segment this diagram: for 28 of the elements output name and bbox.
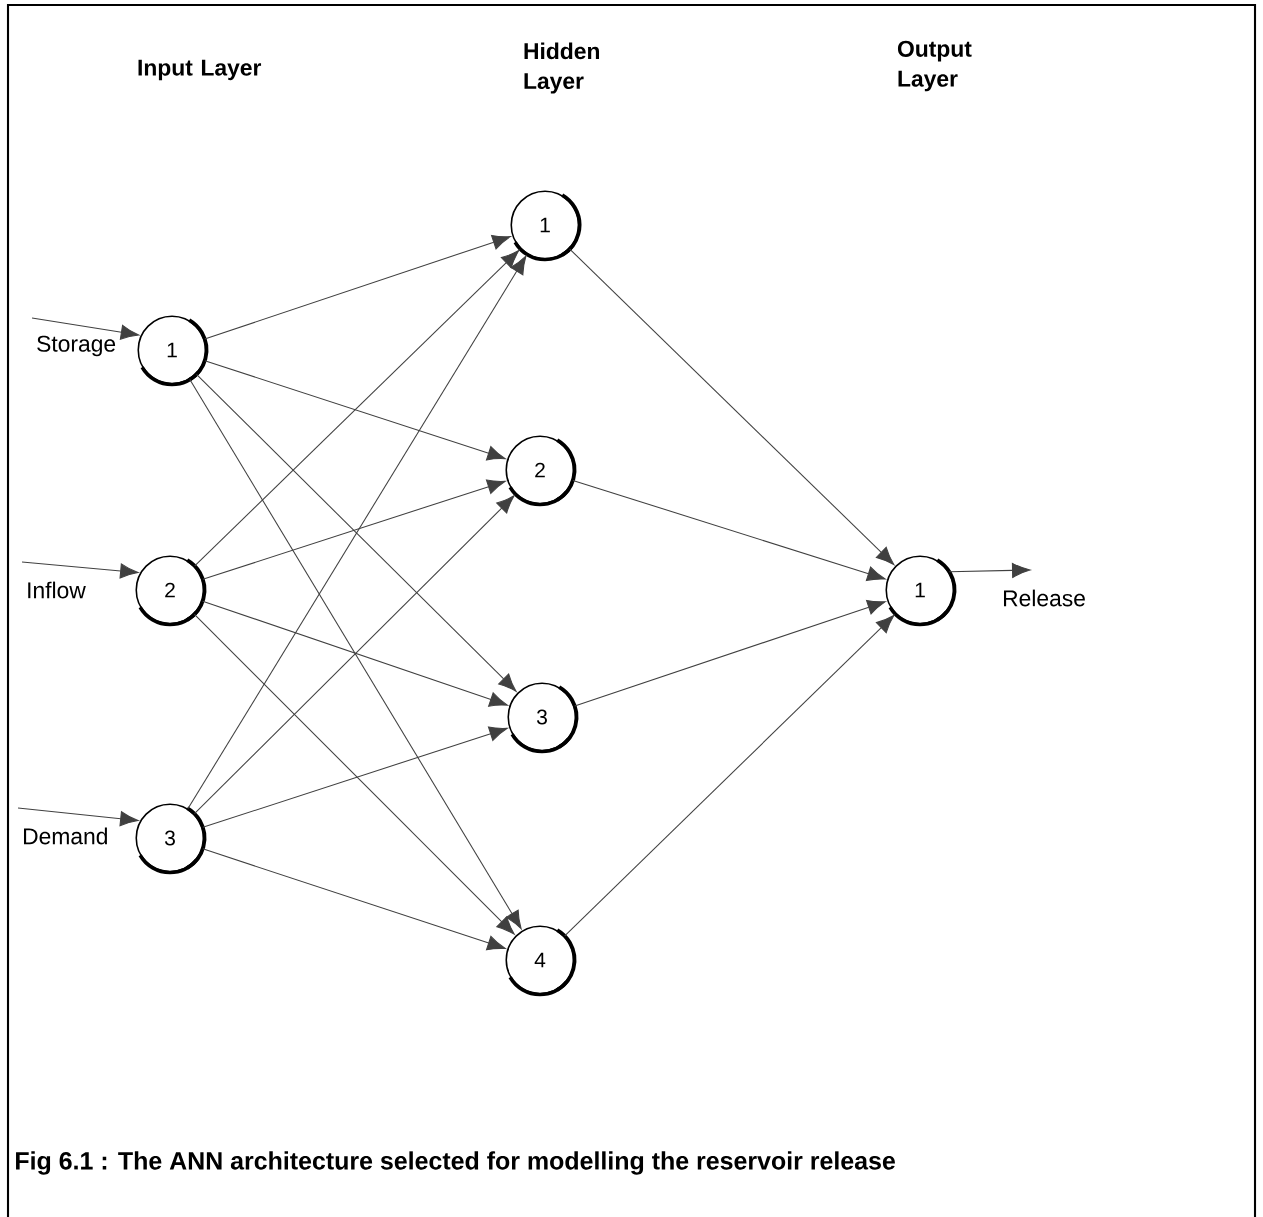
arrow [574, 600, 886, 707]
arrow [564, 615, 895, 937]
arrow [17, 807, 139, 827]
layer-heading: Input Layer [138, 59, 262, 81]
arrow [948, 562, 1031, 578]
arrow [31, 317, 140, 340]
arrow [202, 848, 506, 951]
arrow [572, 479, 886, 581]
arrow [193, 495, 515, 815]
input-label: Storage [37, 335, 116, 357]
input-label: Release [1004, 589, 1085, 607]
arrow [569, 248, 895, 565]
arrow [189, 379, 522, 930]
input-label: Demand [24, 827, 107, 845]
input-label: Inflow [28, 581, 86, 599]
layer-heading: Output Layer [897, 40, 972, 92]
arrow [194, 250, 520, 567]
layer-heading: Hidden Layer [524, 42, 599, 94]
arrow [193, 613, 515, 935]
arrow [204, 234, 511, 340]
figure-caption: Fig 6.1 : The ANN architecture selected for modelling the reservoir release [16, 1151, 895, 1175]
arrow [202, 726, 508, 828]
arrow [187, 255, 527, 810]
arrow [202, 479, 506, 580]
arrow [202, 600, 508, 707]
arrow [196, 373, 517, 692]
arrow [21, 561, 139, 579]
arrow [204, 360, 506, 461]
